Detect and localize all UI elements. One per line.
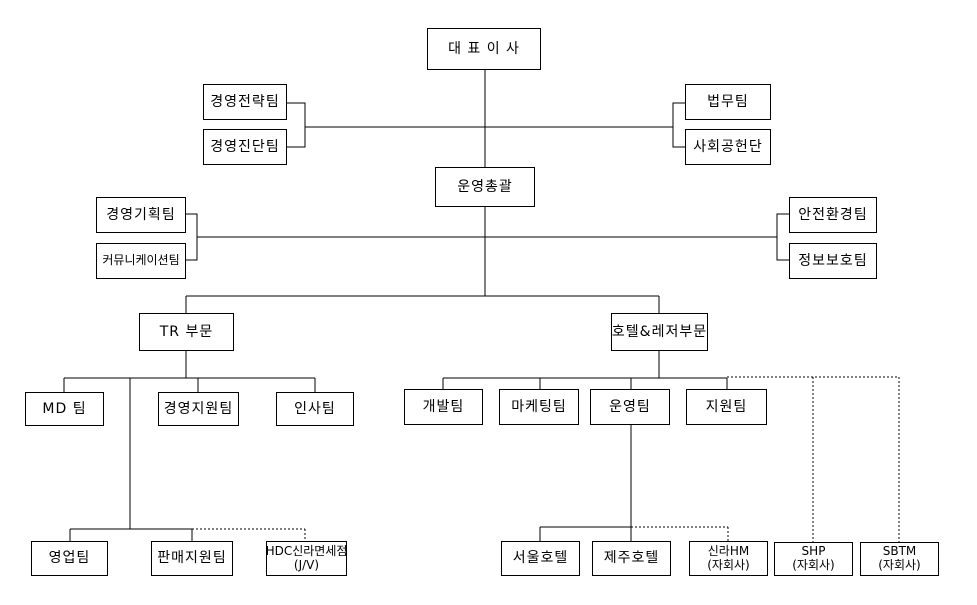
dev-team-box: 개발팀 xyxy=(404,389,483,425)
shilla-hm-note: (자회사) xyxy=(707,557,750,572)
sales-support-team-box: 판매지원팀 xyxy=(151,541,233,576)
sales-team-box: 영업팀 xyxy=(31,541,108,576)
mgmt-support-team-box: 경영지원팀 xyxy=(158,392,239,426)
strategy-team-label: 경영전략팀 xyxy=(210,93,280,110)
safety-team-label: 안전환경팀 xyxy=(798,206,868,223)
seoul-hotel-label: 서울호텔 xyxy=(512,550,569,567)
seoul-hotel-box: 서울호텔 xyxy=(501,541,580,576)
hotel-division-box: 호텔&레저부문 xyxy=(611,313,708,351)
operation-team-box: 운영팀 xyxy=(590,389,670,425)
shp-note: (자회사) xyxy=(792,558,835,572)
hr-team-box: 인사팀 xyxy=(276,392,354,426)
operation-team-label: 운영팀 xyxy=(609,398,651,415)
tr-division-box: TR 부문 xyxy=(139,313,234,351)
comm-team-box: 커뮤니케이션팀 xyxy=(96,243,186,279)
planning-team-box: 경영기획팀 xyxy=(96,197,186,233)
shilla-hm-box: 신라HM (자회사) xyxy=(689,541,768,576)
infosec-team-label: 정보보호팀 xyxy=(798,252,868,269)
shp-box: SHP (자회사) xyxy=(774,542,853,576)
ops-general-box: 운영총괄 xyxy=(435,167,535,207)
ceo-box: 대 표 이 사 xyxy=(427,28,541,70)
social-team-label: 사회공헌단 xyxy=(693,138,763,155)
jeju-hotel-label: 제주호텔 xyxy=(603,550,660,567)
infosec-team-box: 정보보호팀 xyxy=(789,243,877,279)
marketing-team-box: 마케팅팀 xyxy=(499,389,579,425)
legal-team-label: 법무팀 xyxy=(707,93,749,110)
marketing-team-label: 마케팅팀 xyxy=(511,398,567,415)
jeju-hotel-box: 제주호텔 xyxy=(592,541,671,576)
safety-team-box: 안전환경팀 xyxy=(789,197,877,233)
social-team-box: 사회공헌단 xyxy=(685,129,771,165)
sbtm-name: SBTM xyxy=(882,544,917,559)
md-team-label: MD 팀 xyxy=(42,400,87,417)
sbtm-note: (자회사) xyxy=(878,558,921,572)
ceo-label: 대 표 이 사 xyxy=(448,40,520,57)
support-team-box: 지원팀 xyxy=(686,389,767,425)
hdc-store-name: HDC신라면세점 xyxy=(265,543,348,558)
comm-team-label: 커뮤니케이션팀 xyxy=(102,253,180,268)
sbtm-box: SBTM (자회사) xyxy=(860,542,939,576)
tr-division-label: TR 부문 xyxy=(159,323,214,340)
hdc-store-box: HDC신라면세점 (J/V) xyxy=(266,541,347,576)
diagnosis-team-label: 경영진단팀 xyxy=(210,138,280,155)
hdc-store-note: (J/V) xyxy=(293,557,320,572)
mgmt-support-team-label: 경영지원팀 xyxy=(163,400,234,417)
hr-team-label: 인사팀 xyxy=(294,400,336,417)
dev-team-label: 개발팀 xyxy=(422,398,465,415)
diagnosis-team-box: 경영진단팀 xyxy=(203,129,287,165)
legal-team-box: 법무팀 xyxy=(685,84,771,120)
shp-name: SHP xyxy=(801,544,826,559)
shilla-hm-name: 신라HM xyxy=(707,543,750,558)
strategy-team-box: 경영전략팀 xyxy=(203,84,287,120)
sales-team-label: 영업팀 xyxy=(48,550,91,567)
md-team-box: MD 팀 xyxy=(25,392,104,426)
support-team-label: 지원팀 xyxy=(705,398,748,415)
hotel-division-label: 호텔&레저부문 xyxy=(611,323,708,340)
planning-team-label: 경영기획팀 xyxy=(106,206,176,223)
sales-support-team-label: 판매지원팀 xyxy=(157,550,227,567)
ops-general-label: 운영총괄 xyxy=(457,178,513,195)
